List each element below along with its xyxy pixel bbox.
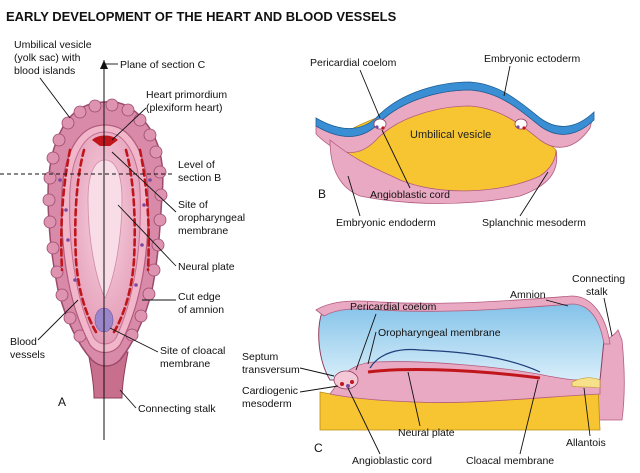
label-ectoderm-b: Embryonic ectoderm bbox=[484, 53, 581, 65]
label-oropharyngeal-c: Oropharyngeal membrane bbox=[378, 327, 501, 339]
panel-letter-c: C bbox=[314, 441, 323, 455]
label-allantois-c: Allantois bbox=[566, 437, 606, 449]
label-amnion-edge: Cut edge of amnion bbox=[178, 291, 224, 316]
ectoderm-c bbox=[369, 348, 541, 373]
label-angioblastic-cord-b: Angioblastic cord bbox=[370, 189, 450, 201]
label-endoderm-b: Embryonic endoderm bbox=[336, 217, 436, 229]
label-level-b: Level of section B bbox=[178, 159, 221, 184]
pericardial-coelom-b bbox=[373, 118, 528, 130]
plane-arrow bbox=[100, 60, 108, 69]
label-neural-plate-a: Neural plate bbox=[178, 261, 235, 273]
label-cloacal-c: Cloacal membrane bbox=[466, 455, 554, 467]
blood-island-bumps bbox=[42, 98, 168, 343]
label-angioblastic-cord-c: Angioblastic cord bbox=[352, 455, 432, 467]
panel-c: Pericardial coelom Amnion Connecting sta… bbox=[242, 273, 628, 467]
ectoderm-b bbox=[315, 81, 595, 137]
label-connecting-stalk-a: Connecting stalk bbox=[138, 403, 216, 415]
splanchnic-mesoderm-b bbox=[329, 139, 558, 204]
label-amnion-c: Amnion bbox=[510, 289, 546, 301]
panel-letter-b: B bbox=[318, 187, 326, 201]
label-heart-primordium: Heart primordium (plexiform heart) bbox=[146, 89, 230, 114]
figure-title: EARLY DEVELOPMENT OF THE HEART AND BLOOD… bbox=[6, 9, 397, 24]
label-umbilical-vesicle-a: Umbilical vesicle (yolk sac) with blood … bbox=[14, 39, 95, 77]
label-cloacal-a: Site of cloacal membrane bbox=[160, 345, 228, 370]
label-umbilical-vesicle-b: Umbilical vesicle bbox=[410, 129, 491, 141]
label-septum-c: Septum transversum bbox=[242, 351, 300, 376]
blood-vessels-a bbox=[59, 148, 151, 334]
label-connecting-stalk-c: Connecting stalk bbox=[572, 273, 628, 298]
label-plane-c: Plane of section C bbox=[120, 59, 206, 71]
neural-plate-a bbox=[87, 159, 123, 299]
label-pericardial-coelom-c: Pericardial coelom bbox=[350, 301, 437, 313]
label-splanchnic-b: Splanchnic mesoderm bbox=[482, 217, 586, 229]
heart-primordium-a bbox=[92, 135, 118, 146]
blood-islands-a bbox=[58, 178, 152, 287]
panel-b: Umbilical vesicle Pericardial coelom Emb… bbox=[310, 53, 595, 229]
amnion-wall-c bbox=[315, 295, 611, 345]
allantois-c bbox=[571, 377, 601, 389]
label-neural-plate-c: Neural plate bbox=[398, 427, 455, 439]
panel-letter-a: A bbox=[58, 395, 66, 409]
label-oropharyngeal-a: Site of oropharyngeal membrane bbox=[178, 199, 248, 237]
label-pericardial-coelom-b: Pericardial coelom bbox=[310, 57, 397, 69]
label-cardiogenic-c: Cardiogenic mesoderm bbox=[242, 385, 301, 410]
panel-a: Umbilical vesicle (yolk sac) with blood … bbox=[0, 39, 248, 440]
label-blood-vessels-a: Blood vessels bbox=[10, 336, 45, 361]
pericardial-coelom-c bbox=[333, 370, 359, 390]
neural-plate-c bbox=[367, 368, 541, 380]
